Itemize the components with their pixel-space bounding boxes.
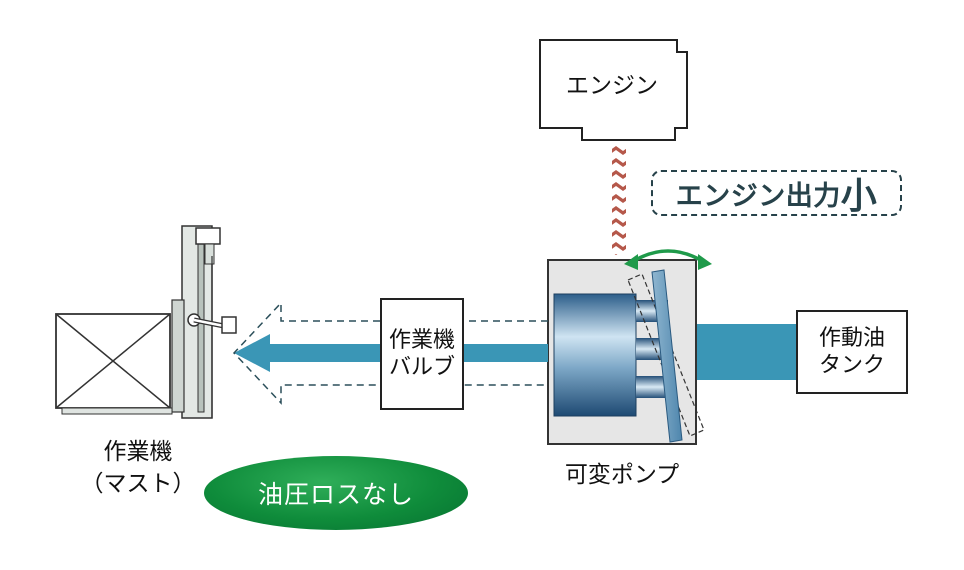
- cargo-box: [55, 313, 173, 415]
- swash-plate: [651, 269, 683, 443]
- hydraulic-tank-box: 作動油 タンク: [796, 310, 908, 394]
- tank-label-line2: タンク: [818, 353, 885, 378]
- tank-label-line1: 作動油: [818, 326, 885, 351]
- no-hydraulic-loss-badge: 油圧ロスなし: [204, 456, 468, 530]
- engine-drive-shaft: [612, 145, 626, 255]
- engine-output-emphasis: 小: [840, 176, 878, 217]
- flow-arrowhead: [234, 334, 270, 372]
- mast-label-line2: （マスト）: [80, 471, 196, 497]
- forklift-mast: [171, 225, 237, 419]
- pump-to-valve-pipe: [462, 344, 548, 362]
- swash-tilt-arrowhead-left: [624, 254, 638, 270]
- work-valve-box: 作業機 バルブ: [380, 298, 464, 410]
- swash-tilt-arrowhead-right: [698, 254, 712, 270]
- engine-output-tag: エンジン出力 小: [651, 170, 902, 217]
- unused-flow-outline: [232, 301, 548, 405]
- swash-plate-outline: [627, 273, 705, 437]
- mast-label-line1: 作業機: [103, 439, 173, 465]
- tank-supply-pipe: [696, 324, 798, 380]
- engine-housing: [539, 39, 688, 141]
- variable-pump-label: 可変ポンプ: [564, 462, 680, 488]
- pump-cylinder-block: [553, 293, 637, 417]
- swash-tilt-arrow: [631, 249, 705, 264]
- pump-piston: [636, 376, 668, 398]
- work-valve-label-line1: 作業機: [388, 328, 455, 353]
- engine-output-label: エンジン出力: [675, 180, 841, 212]
- no-hydraulic-loss-label: 油圧ロスなし: [257, 480, 414, 509]
- engine-label: エンジン: [566, 73, 658, 99]
- valve-to-mast-pipe: [270, 344, 380, 362]
- work-valve-label-line2: バルブ: [388, 355, 455, 380]
